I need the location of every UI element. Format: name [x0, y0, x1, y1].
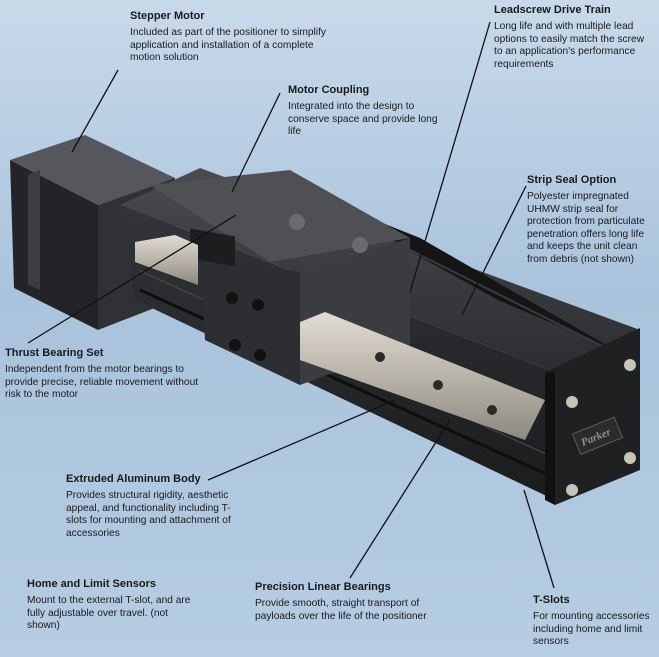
callout-description: Polyester impregnated UHMW strip seal fo… [527, 191, 645, 265]
callout-thrust-bearing: Thrust Bearing Set Independent from the … [5, 347, 205, 402]
callout-sensors: Home and Limit Sensors Mount to the exte… [27, 578, 202, 633]
callout-title: Leadscrew Drive Train [494, 4, 611, 16]
leader-lines [27, 21, 555, 589]
callout-description: Integrated into the design to conserve s… [288, 101, 438, 138]
callout-description: Mount to the external T-slot, and are fu… [27, 595, 191, 632]
callout-title: Thrust Bearing Set [5, 347, 104, 359]
callout-description: Long life and with multiple lead options… [494, 21, 645, 70]
callout-stepper-motor: Stepper Motor Included as part of the po… [130, 10, 330, 65]
callout-title: Extruded Aluminum Body [66, 473, 201, 485]
carriage-block-shape [150, 170, 410, 385]
callout-title: Precision Linear Bearings [255, 581, 391, 593]
callout-linear-bearings: Precision Linear Bearings Provide smooth… [255, 581, 435, 623]
callout-title: Home and Limit Sensors [27, 578, 156, 590]
callout-title: Motor Coupling [288, 84, 370, 96]
callout-title: Strip Seal Option [527, 174, 617, 186]
callout-leadscrew: Leadscrew Drive Train Long life and with… [494, 4, 654, 71]
callout-tslots: T-Slots For mounting accessories includi… [533, 594, 657, 649]
callout-description: Provides structural rigidity, aesthetic … [66, 490, 231, 539]
callout-aluminum-body: Extruded Aluminum Body Provides structur… [66, 473, 251, 540]
callout-description: Independent from the motor bearings to p… [5, 364, 199, 401]
callout-description: Included as part of the positioner to si… [130, 27, 326, 64]
callout-description: For mounting accessories including home … [533, 611, 650, 648]
callout-description: Provide smooth, straight transport of pa… [255, 598, 427, 622]
callout-title: T-Slots [533, 594, 570, 606]
end-cap-shape: Parker [545, 328, 640, 505]
callout-motor-coupling: Motor Coupling Integrated into the desig… [288, 84, 448, 139]
callout-title: Stepper Motor [130, 10, 205, 22]
callout-strip-seal: Strip Seal Option Polyester impregnated … [527, 174, 655, 267]
